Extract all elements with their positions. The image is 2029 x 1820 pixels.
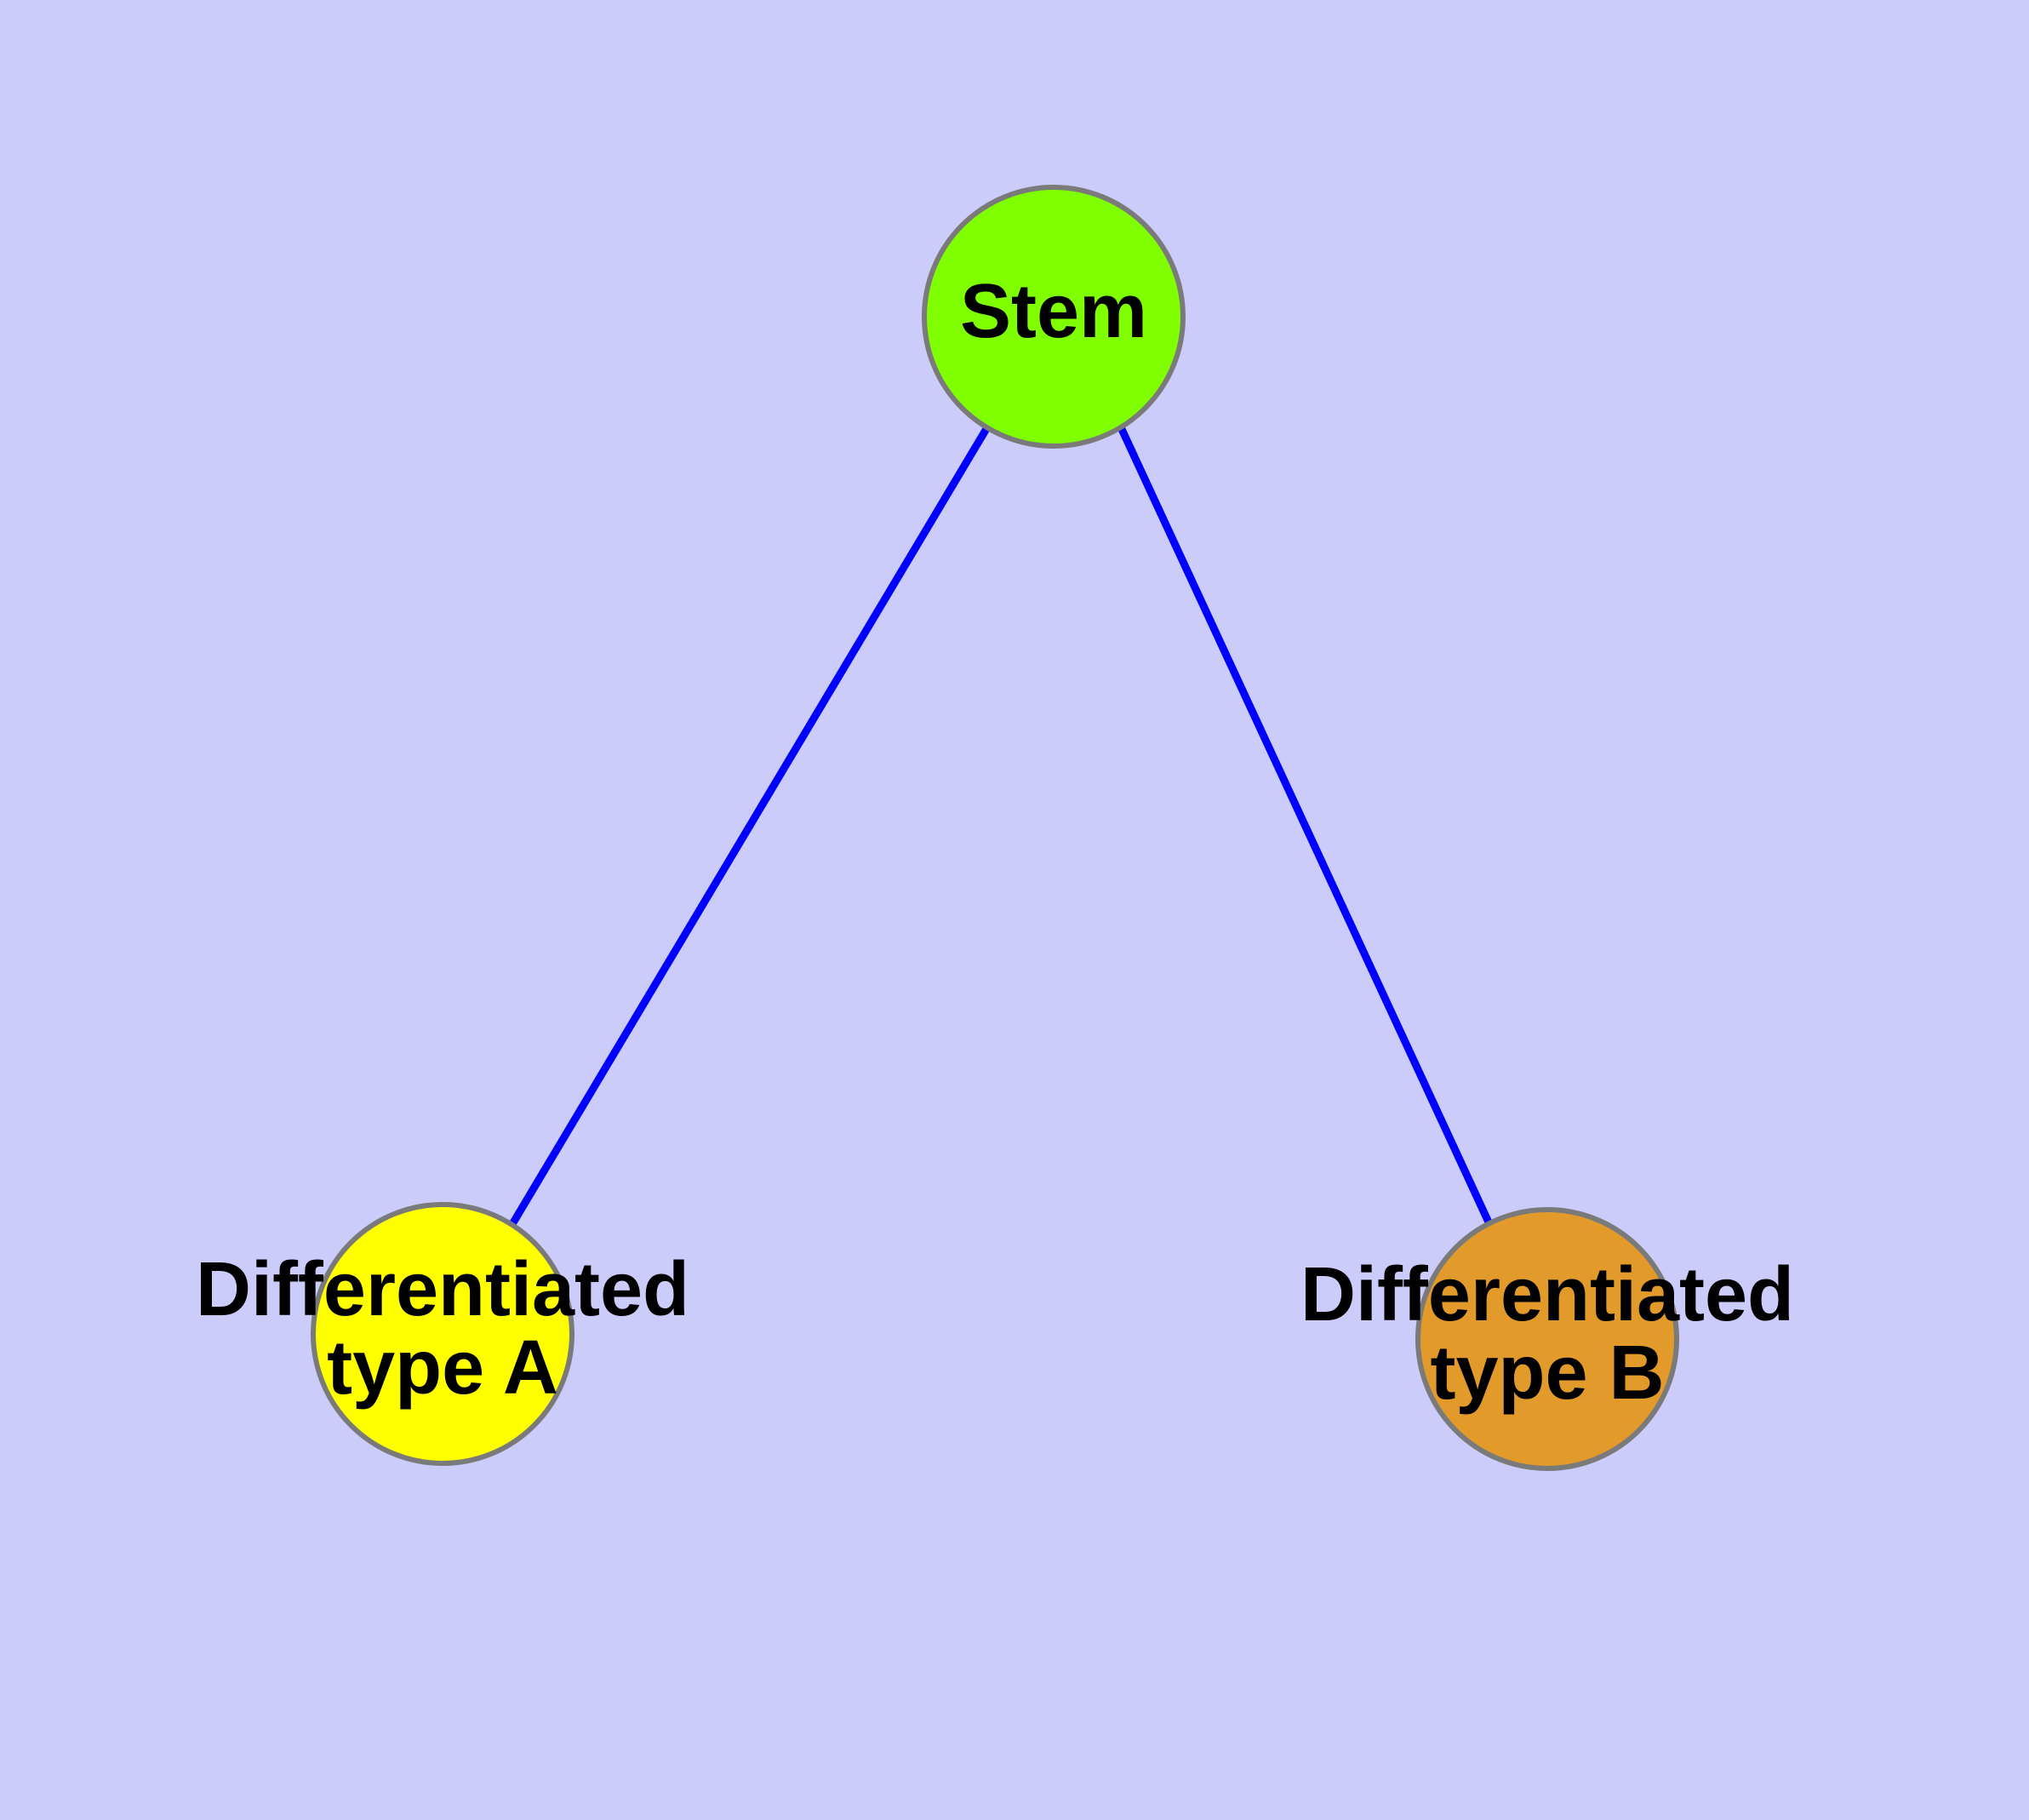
node-label-stem: Stem <box>960 269 1147 354</box>
node-stem[interactable] <box>922 185 1186 449</box>
node-label-line: Differentiated <box>1300 1252 1794 1337</box>
edge-stem-to-differentiated-type-a[interactable] <box>509 425 991 1227</box>
node-label-line: type A <box>327 1325 558 1411</box>
edge-stem-to-differentiated-type-b[interactable] <box>1117 426 1495 1228</box>
edges-group <box>509 425 1495 1228</box>
node-label-line: type B <box>1430 1331 1664 1416</box>
node-label-line: Stem <box>960 269 1147 354</box>
node-label-line: Differentiated <box>196 1247 689 1332</box>
node-differentiated-type-a[interactable] <box>311 1202 574 1466</box>
node-differentiated-type-b[interactable] <box>1415 1207 1679 1471</box>
nodes-group <box>311 185 1679 1471</box>
